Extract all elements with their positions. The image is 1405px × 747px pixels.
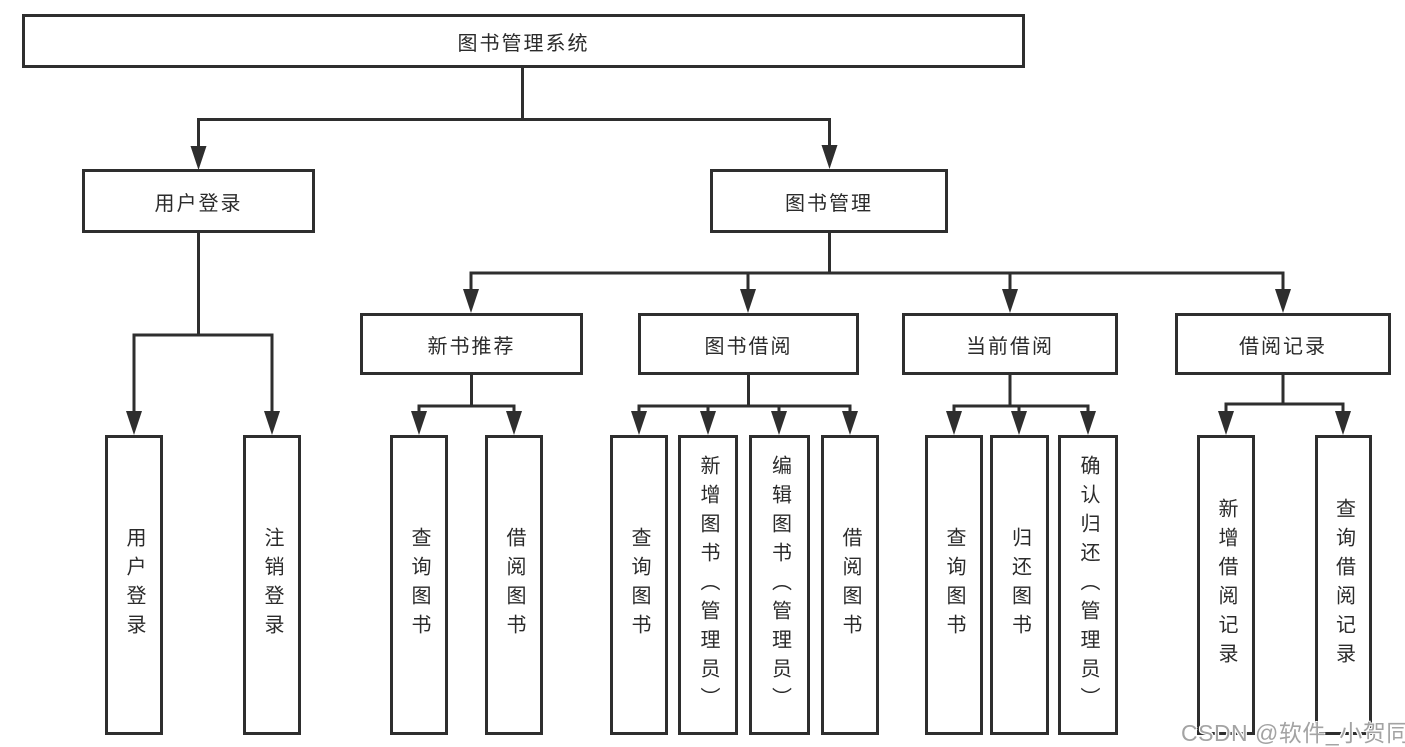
arrowhead	[740, 289, 756, 313]
node-book-management: 图书管理	[710, 169, 948, 233]
leaf-user-login: 用户登录	[105, 435, 163, 735]
node-new-book-recommend: 新书推荐	[360, 313, 583, 375]
leaf-query-borrow-record: 查询借阅记录	[1315, 435, 1372, 735]
connector-current-borrowing-split	[952, 375, 1090, 413]
arrowhead	[126, 411, 142, 435]
arrowhead	[821, 145, 838, 169]
connector-borrowing-records-split	[1224, 375, 1345, 413]
leaf-query-books-borrowing: 查询图书	[610, 435, 668, 735]
leaf-borrow-books-recommend: 借阅图书	[485, 435, 543, 735]
leaf-add-borrow-record: 新增借阅记录	[1197, 435, 1255, 735]
arrowhead	[1275, 289, 1291, 313]
arrowhead	[771, 411, 787, 435]
node-user-login: 用户登录	[82, 169, 315, 233]
arrowhead	[1080, 411, 1096, 435]
arrowhead	[190, 146, 207, 170]
leaf-confirm-return-admin: 确认归还（管理员）	[1058, 435, 1118, 735]
leaf-query-books-current: 查询图书	[925, 435, 983, 735]
leaf-borrow-books-borrowing: 借阅图书	[821, 435, 879, 735]
arrowhead	[411, 411, 427, 435]
connector-user-login-split	[132, 233, 274, 413]
arrowhead	[1002, 289, 1018, 313]
leaf-logout: 注销登录	[243, 435, 301, 735]
arrowhead	[946, 411, 962, 435]
connector-new-book-split	[417, 375, 516, 413]
leaf-return-books: 归还图书	[990, 435, 1049, 735]
leaf-add-book-admin: 新增图书（管理员）	[678, 435, 738, 735]
arrowhead	[1218, 411, 1234, 435]
node-book-management-system: 图书管理系统	[22, 14, 1025, 68]
arrowhead	[1335, 411, 1351, 435]
arrowhead	[842, 411, 858, 435]
arrowhead	[463, 289, 479, 313]
node-borrowing-records: 借阅记录	[1175, 313, 1391, 375]
arrowhead	[506, 411, 522, 435]
connector-book-borrowing-split	[637, 375, 852, 413]
arrowhead	[631, 411, 647, 435]
arrowhead	[700, 411, 716, 435]
leaf-query-books-recommend: 查询图书	[390, 435, 448, 735]
leaf-edit-book-admin: 编辑图书（管理员）	[749, 435, 810, 735]
node-current-borrowing: 当前借阅	[902, 313, 1118, 375]
arrowhead	[1011, 411, 1027, 435]
watermark: CSDN @软件_小贺同学	[1181, 720, 1405, 746]
connector-book-management-split	[469, 233, 1285, 291]
node-book-borrowing: 图书借阅	[638, 313, 859, 375]
connector-root-split	[197, 67, 831, 148]
arrowhead	[264, 411, 280, 435]
